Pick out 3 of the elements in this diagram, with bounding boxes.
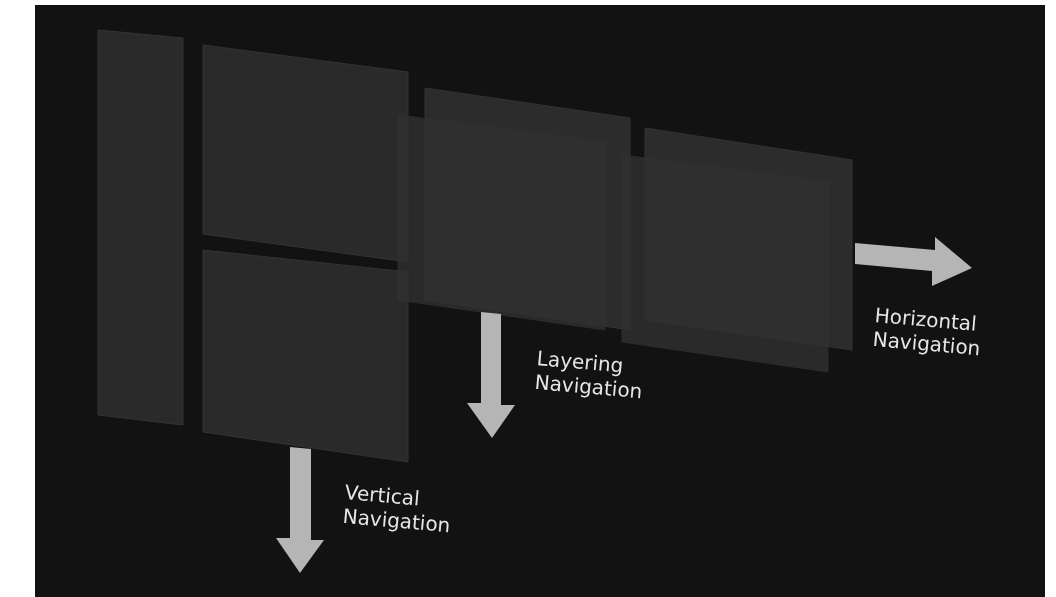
direction-label: Horizontal Navigation — [871, 303, 983, 361]
direction-label: Vertical Navigation — [341, 480, 453, 538]
direction-label: Layering Navigation — [533, 346, 645, 404]
